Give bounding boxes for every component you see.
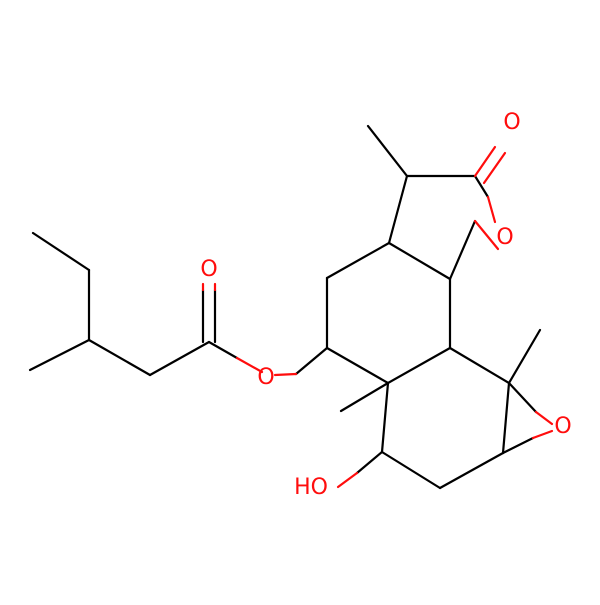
bond-ester-c-o-black	[207, 340, 239, 360]
bond-c10-methyl	[339, 381, 390, 413]
bond-c4-oepoxide-black	[507, 381, 538, 414]
bond-c4-methyl	[507, 328, 542, 385]
bond-c12-oring-red	[486, 195, 497, 224]
bond-c9-c10	[386, 346, 452, 385]
bond-c1-oh-black	[355, 450, 384, 475]
bond-oester-c5-red	[273, 372, 298, 377]
bond-c3-c4	[501, 381, 511, 455]
bond-c12-oring-black	[473, 174, 490, 199]
atom-o-ester-link: O	[257, 365, 274, 390]
bond-c10-c1	[380, 381, 390, 454]
atom-o-lactone-carbonyl: O	[503, 110, 520, 135]
bond-c4-oepoxide-red	[534, 410, 554, 426]
atom-o-lactone-ring: O	[496, 225, 513, 250]
bond-c3-oepoxide-red	[531, 429, 554, 440]
bond-lactone-co-red-a	[473, 145, 497, 178]
bond-c7-c8	[387, 241, 452, 281]
bond-c10-c5	[325, 346, 390, 385]
bond-c1-c2	[380, 450, 442, 490]
bond-c4-c9	[448, 346, 511, 385]
bond-ch2-carbonyl	[148, 340, 211, 377]
bond-branch-methyl	[28, 338, 91, 372]
bond-c6-c7	[325, 241, 391, 280]
bond-c2-c3	[438, 451, 505, 490]
bond-ester-c-o-red	[235, 356, 264, 374]
bonds	[28, 124, 542, 490]
oxygen-bonds	[201, 145, 554, 489]
bond-c3-oepoxide-black	[501, 436, 535, 455]
atom-hydroxyl: HO	[294, 475, 328, 500]
bond-c1-oh-red	[336, 471, 359, 489]
bond-c11-methyl	[366, 124, 409, 178]
bond-lactone-co-red-b	[482, 151, 507, 185]
atom-labels: O O O O O HO	[200, 110, 571, 500]
bond-oring-c8-black-lower	[448, 219, 477, 281]
bond-oester-c5-black	[294, 346, 329, 376]
atom-o-epoxide: O	[554, 414, 571, 439]
bond-ch-ch2	[87, 338, 152, 377]
bond-c7-c11	[387, 174, 409, 245]
bond-oring-c8-red	[473, 219, 500, 251]
bond-ethyl-ch3	[31, 231, 91, 272]
atom-o-ester-carbonyl: O	[200, 257, 217, 282]
